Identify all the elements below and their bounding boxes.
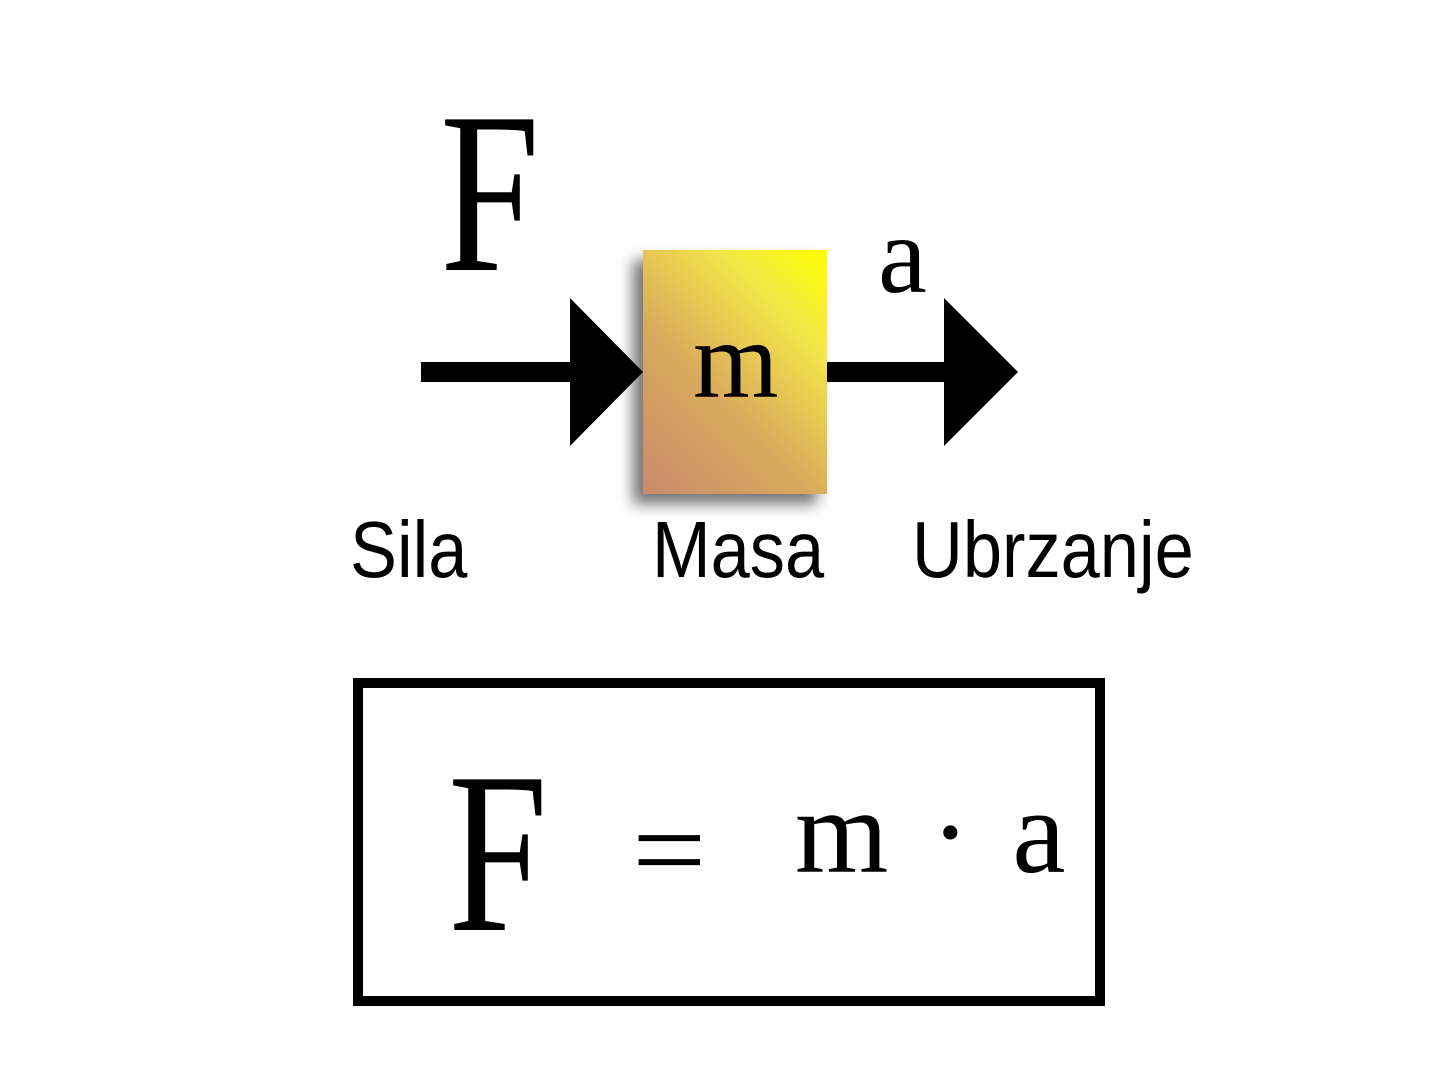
acceleration-arrow	[796, 298, 1018, 446]
acceleration-symbol: a	[878, 194, 927, 316]
formula-lhs: F	[448, 725, 548, 980]
formula-box	[353, 678, 1105, 1006]
formula-equals-sign: =	[632, 783, 707, 916]
formula-rhs: m · a	[795, 765, 1072, 898]
mass-label: Masa	[652, 505, 825, 594]
force-arrow	[421, 298, 643, 446]
acceleration-label: Ubrzanje	[912, 505, 1194, 594]
mass-symbol: m	[693, 299, 779, 421]
mass-block	[643, 250, 827, 494]
force-label: Sila	[350, 505, 468, 594]
force-symbol: F	[440, 65, 540, 320]
